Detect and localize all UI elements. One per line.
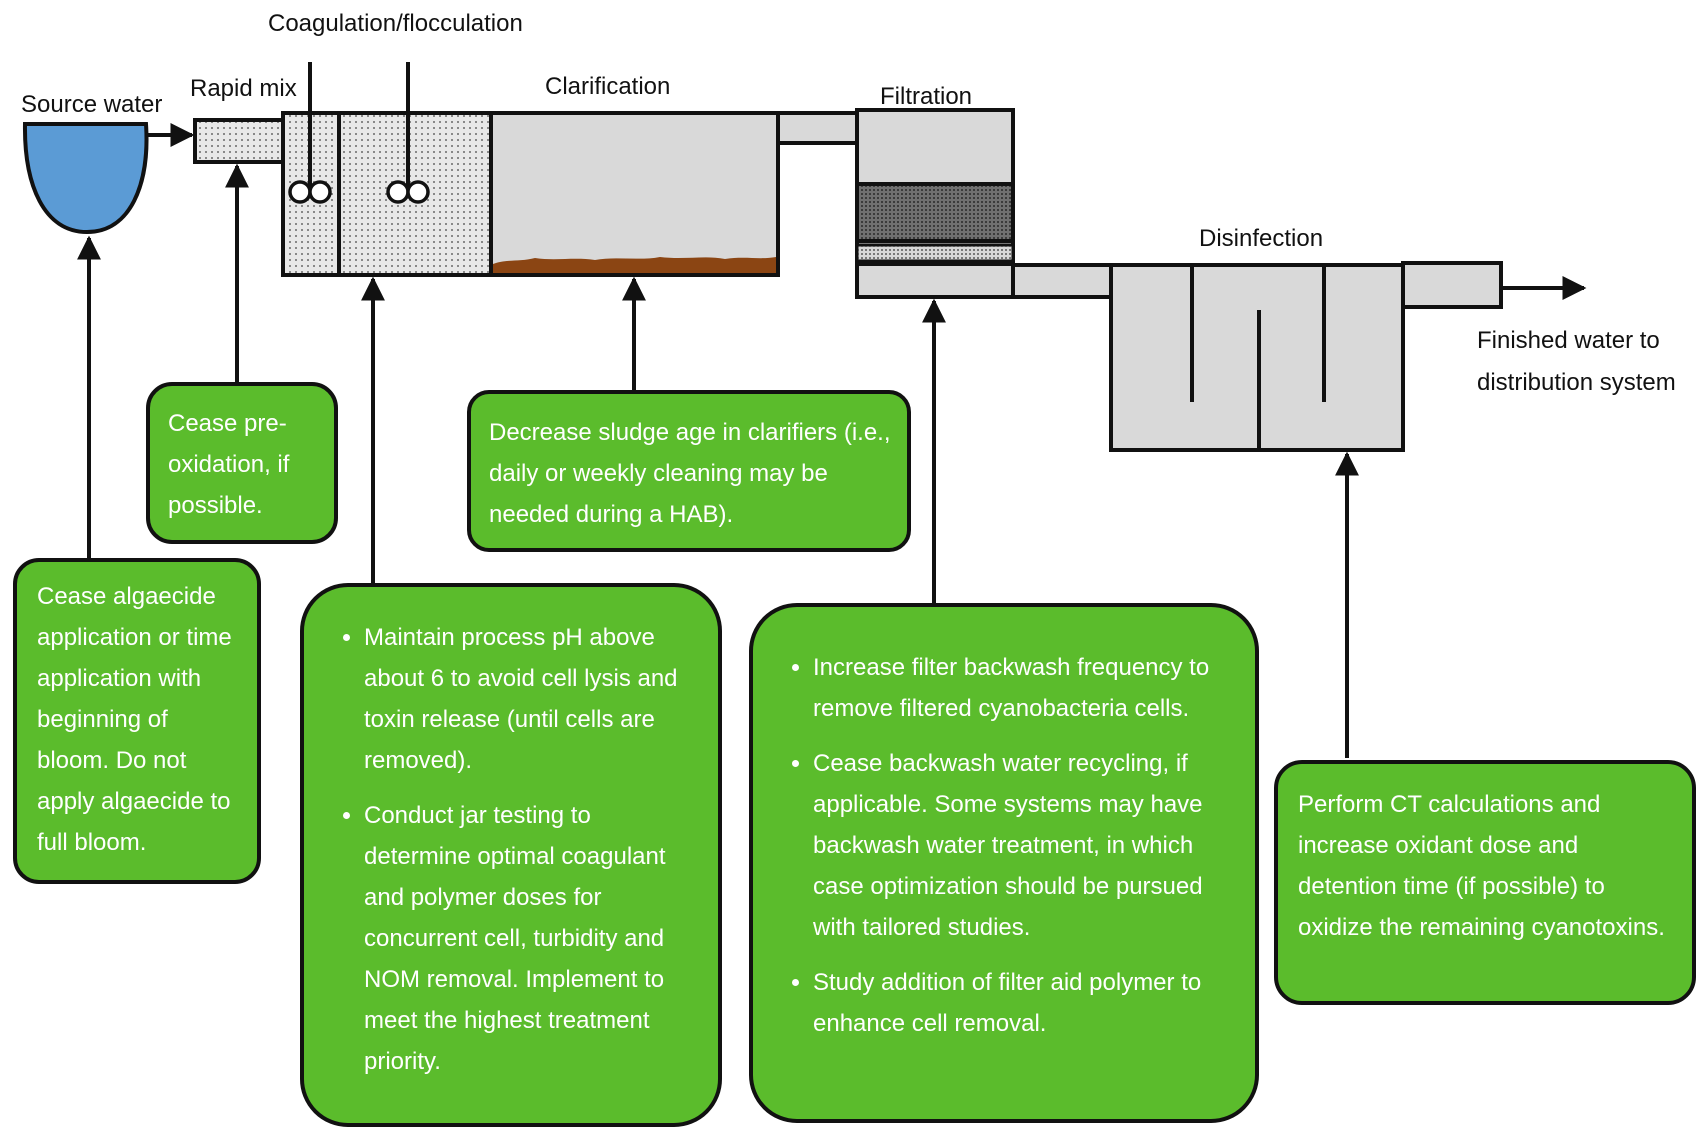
note-rapid-mix: Cease pre-oxidation, if possible. xyxy=(146,382,338,544)
pipe-clarifier-to-filter xyxy=(776,111,859,145)
note-coagulation-bullet-1: Maintain process pH above about 6 to avo… xyxy=(364,617,696,781)
source-water-basin xyxy=(22,122,149,235)
rapid-mix-channel xyxy=(193,118,285,164)
note-coagulation-bullet-2: Conduct jar testing to determine optimal… xyxy=(364,795,696,1082)
filter-media-anthracite xyxy=(855,182,1015,243)
stage-label-clarification: Clarification xyxy=(545,73,671,100)
note-disinfection-text: Perform CT calculations and increase oxi… xyxy=(1298,791,1665,941)
note-disinfection: Perform CT calculations and increase oxi… xyxy=(1274,760,1696,1005)
note-source-water-text: Cease algaecide application or time appl… xyxy=(37,583,232,856)
stage-label-source-water: Source water xyxy=(21,91,163,118)
stage-label-rapid-mix: Rapid mix xyxy=(190,75,297,102)
note-filtration-bullet-2: Cease backwash water recycling, if appli… xyxy=(813,743,1235,948)
note-clarification: Decrease sludge age in clarifiers (i.e.,… xyxy=(467,390,911,552)
note-filtration-bullet-1: Increase filter backwash frequency to re… xyxy=(813,647,1235,729)
stage-label-disinfection: Disinfection xyxy=(1199,225,1324,252)
filter-media-sand xyxy=(855,243,1015,263)
note-source-water: Cease algaecide application or time appl… xyxy=(13,558,261,884)
stage-label-coagulation: Coagulation/flocculation xyxy=(268,10,523,37)
mixer-paddle-1 xyxy=(288,62,332,204)
note-coagulation: Maintain process pH above about 6 to avo… xyxy=(300,583,722,1127)
pipe-filter-to-disinfection xyxy=(1011,263,1113,299)
outlet-pipe xyxy=(1401,261,1503,309)
note-clarification-text: Decrease sludge age in clarifiers (i.e.,… xyxy=(489,419,891,528)
note-rapid-mix-text: Cease pre-oxidation, if possible. xyxy=(168,410,290,519)
mixer-paddle-2 xyxy=(386,62,430,204)
stage-label-filtration: Filtration xyxy=(880,83,973,110)
sludge-layer xyxy=(493,257,776,273)
clarifier-tank xyxy=(489,111,780,277)
note-filtration-bullet-3: Study addition of filter aid polymer to … xyxy=(813,962,1235,1044)
note-filtration: Increase filter backwash frequency to re… xyxy=(749,603,1259,1123)
stage-label-finished-water: Finished water to distribution system xyxy=(1477,327,1676,396)
